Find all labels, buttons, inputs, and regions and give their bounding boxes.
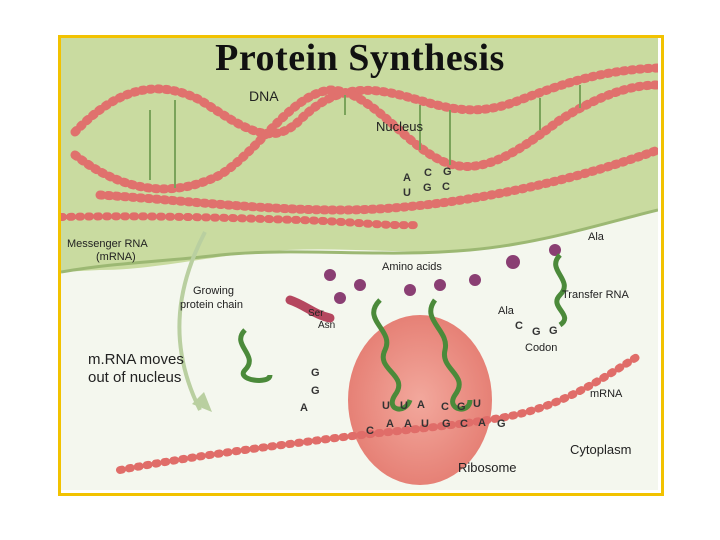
trna-base: A	[300, 402, 308, 414]
nucleus-region	[61, 38, 658, 272]
label-ribosome: Ribosome	[458, 460, 517, 475]
dna-base: A	[403, 172, 411, 184]
label-ala-top: Ala	[588, 231, 604, 243]
mrna-strand-cytoplasm	[116, 351, 644, 474]
label-nucleus: Nucleus	[376, 119, 423, 134]
rna-base: G	[423, 182, 432, 194]
messenger-rna-strand	[61, 212, 424, 230]
label-protein-chain: protein chain	[180, 299, 243, 311]
label-transfer-rna: Transfer RNA	[562, 289, 629, 301]
growing-protein-chain	[285, 295, 335, 323]
label-mrna-paren: (mRNA)	[96, 251, 136, 263]
label-ser: Ser	[308, 308, 324, 319]
rna-base: C	[442, 181, 450, 193]
mrna-base: G	[497, 418, 506, 430]
label-ala-mid: Ala	[498, 305, 514, 317]
label-cytoplasm: Cytoplasm	[570, 442, 632, 457]
dna-base-rungs	[149, 85, 581, 188]
codon-base: G	[532, 326, 541, 338]
label-amino-acids: Amino acids	[382, 261, 442, 273]
dna-strand-lower	[70, 80, 658, 194]
label-messenger-rna: Messenger RNA	[67, 238, 148, 250]
rna-base: U	[403, 187, 411, 199]
label-codon: Codon	[525, 342, 558, 354]
codon-base: G	[549, 325, 558, 337]
label-dna: DNA	[249, 88, 279, 104]
anticodon-base: U	[400, 400, 408, 412]
mrna-base: A	[404, 418, 412, 430]
page-title: Protein Synthesis	[215, 37, 505, 79]
anticodon-base: U	[382, 400, 390, 412]
movement-arrow	[177, 231, 207, 411]
mrna-base: C	[460, 418, 468, 430]
trna-molecules	[238, 253, 568, 412]
label-mrna-moves: m.RNA moves	[88, 351, 184, 368]
label-out-of-nucleus: out of nucleus	[88, 369, 182, 386]
trna-base: G	[311, 367, 320, 379]
anticodon-base: A	[417, 399, 425, 411]
label-growing: Growing	[193, 285, 234, 297]
amino-acid-beads	[324, 244, 561, 304]
anticodon-base: C	[441, 401, 449, 413]
mrna-base: A	[478, 417, 486, 429]
dna-template-strand	[95, 145, 658, 215]
trna-base: G	[311, 385, 320, 397]
label-mrna-right: mRNA	[590, 388, 623, 400]
movement-arrowhead	[192, 392, 212, 412]
mrna-base: A	[386, 418, 394, 430]
codon-base: C	[515, 320, 523, 332]
mrna-base: G	[442, 418, 451, 430]
dna-base: C	[424, 167, 432, 179]
dna-base: G	[443, 166, 452, 178]
mrna-base: C	[366, 425, 374, 437]
label-asn: Asn	[318, 320, 336, 331]
anticodon-base: G	[457, 401, 466, 413]
nuclear-envelope	[61, 208, 658, 274]
mrna-base: U	[421, 418, 429, 430]
anticodon-base: U	[473, 398, 481, 410]
